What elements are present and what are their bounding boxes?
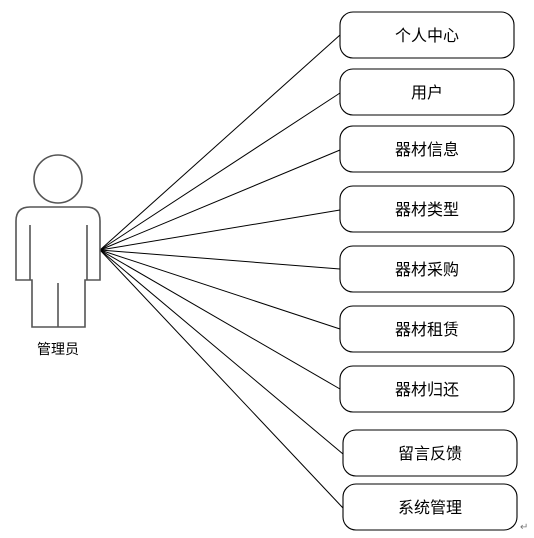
actor-head: [33, 154, 83, 204]
use-case-box: [342, 483, 518, 531]
association-line-2: [99, 92, 341, 251]
use-case-box: [339, 305, 515, 353]
actor-body: [15, 206, 101, 328]
association-line-6: [99, 249, 341, 330]
paragraph-mark: ↵: [520, 522, 528, 533]
use-case-label: 器材采购: [395, 260, 459, 279]
use-case-label: 器材信息: [395, 140, 459, 159]
use-case-box: [339, 365, 515, 413]
association-line-3: [99, 149, 341, 251]
use-case-box: [339, 185, 515, 233]
use-case-label: 个人中心: [395, 26, 459, 45]
use-case-1: 个人中心: [339, 11, 515, 59]
use-case-label: 用户: [411, 83, 443, 102]
actor-label: 管理员: [37, 342, 79, 358]
association-line-9: [99, 249, 344, 509]
use-case-3: 器材信息: [339, 125, 515, 173]
use-case-6: 器材租赁: [339, 305, 515, 353]
association-line-8: [99, 249, 344, 455]
association-lines: [99, 34, 344, 509]
use-case-8: 留言反馈: [342, 429, 518, 477]
use-case-box: [339, 68, 515, 116]
use-case-box: [339, 245, 515, 293]
association-line-7: [99, 249, 341, 390]
use-case-label: 系统管理: [398, 498, 462, 517]
use-case-box: [339, 11, 515, 59]
actor-figure: 管理员: [15, 154, 101, 358]
association-line-1: [99, 34, 341, 251]
association-line-5: [99, 249, 341, 270]
association-line-4: [99, 209, 341, 251]
use-case-box: [342, 429, 518, 477]
use-case-4: 器材类型: [339, 185, 515, 233]
use-case-5: 器材采购: [339, 245, 515, 293]
use-case-2: 用户: [339, 68, 515, 116]
use-case-label: 器材归还: [395, 380, 459, 399]
use-case-label: 留言反馈: [398, 444, 462, 463]
use-case-box: [339, 125, 515, 173]
use-case-label: 器材类型: [395, 200, 459, 219]
use-case-9: 系统管理: [342, 483, 518, 531]
use-case-label: 器材租赁: [395, 320, 459, 339]
use-case-7: 器材归还: [339, 365, 515, 413]
